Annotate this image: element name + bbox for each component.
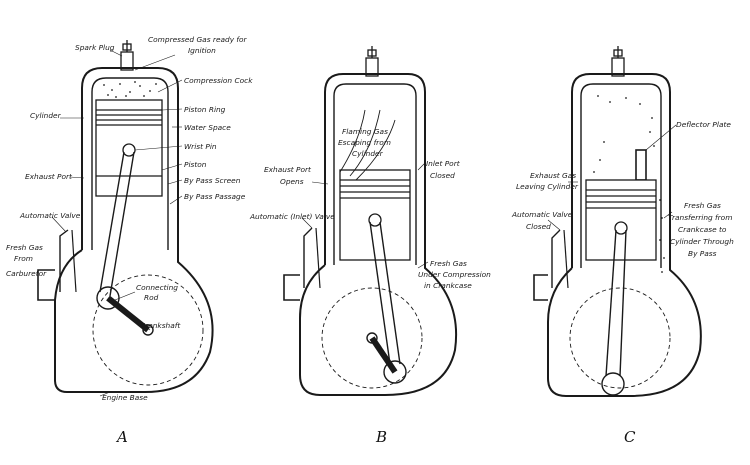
label-piston-ring: Piston Ring (184, 105, 226, 114)
caption-b: B (375, 428, 387, 446)
engine-c: Deflector Plate Exhaust Gas Leaving Cyli… (511, 46, 734, 446)
label-automatic-valve-closed-line2: Closed (526, 222, 551, 231)
label-exhaust-port: Exhaust Port (25, 172, 73, 181)
label-exhaust-gas-leaving-line2: Leaving Cylinder (516, 182, 579, 191)
engine-b-piston (339, 169, 411, 261)
engine-b: Flaming Gas Escaping from Cylinder Exhau… (249, 46, 491, 446)
label-fresh-gas-line3: Carburetor (6, 269, 47, 278)
engine-c-deflector-plate (635, 149, 647, 181)
label-automatic-inlet-valve: Automatic (Inlet) Valve (249, 212, 335, 221)
label-fresh-gas-compression-line2: Under Compression (418, 270, 491, 279)
label-compression-cock: Compression Cock (184, 76, 253, 85)
label-cylinder: Cylinder (30, 111, 62, 120)
engine-a-spark-plug (120, 40, 134, 71)
label-by-pass-passage: By Pass Passage (184, 192, 246, 201)
label-crankshaft: Crankshaft (140, 321, 181, 330)
label-compressed-gas-line1: Compressed Gas ready for (148, 35, 248, 44)
caption-a: A (115, 428, 128, 446)
label-spark-plug: Spark Plug (75, 43, 115, 52)
caption-c: C (624, 428, 636, 446)
label-fresh-gas-compression-line1: Fresh Gas (430, 259, 467, 268)
engine-c-body (533, 73, 702, 397)
engine-a-labels: Spark Plug Compressed Gas ready for Igni… (6, 35, 253, 402)
label-automatic-valve-closed-line1: Automatic Valve (511, 210, 573, 219)
label-flaming-gas-line1: Flaming Gas (342, 127, 388, 136)
label-piston: Piston (184, 160, 207, 169)
label-fresh-gas-transfer-line2: Transferring from (668, 213, 732, 222)
label-flaming-gas-line3: Cylinder (352, 149, 384, 158)
label-fresh-gas-line1: Fresh Gas (6, 243, 43, 252)
engine-a-connecting-rod (92, 151, 204, 386)
engine-a-body (37, 67, 214, 393)
label-wrist-pin: Wrist Pin (184, 142, 217, 151)
label-automatic-valve: Automatic Valve (19, 211, 81, 220)
engine-b-connecting-rod (321, 221, 423, 389)
engine-c-leaders (547, 124, 677, 231)
label-inlet-port-closed-line2: Closed (430, 171, 455, 180)
label-connecting-rod-line2: Rod (144, 293, 159, 302)
label-fresh-gas-transfer-line3: Crankcase to (678, 225, 727, 234)
label-fresh-gas-compression-line3: in Crankcase (424, 281, 472, 290)
engine-c-gas-dots (593, 95, 665, 273)
engine-c-piston (585, 179, 657, 261)
engine-c-spark-plug (611, 46, 625, 77)
engine-c-labels: Deflector Plate Exhaust Gas Leaving Cyli… (511, 120, 734, 258)
label-exhaust-port-opens-line1: Exhaust Port (264, 165, 312, 174)
label-flaming-gas-line2: Escaping from (338, 138, 391, 147)
label-exhaust-port-opens-line2: Opens (280, 177, 304, 186)
label-fresh-gas-transfer-line4: Cylinder Through (670, 237, 734, 246)
label-connecting-rod-line1: Connecting (136, 283, 178, 292)
engine-b-exhaust-flow (339, 109, 396, 181)
label-exhaust-gas-leaving-line1: Exhaust Gas (530, 171, 576, 180)
label-deflector-plate: Deflector Plate (676, 120, 731, 129)
label-compressed-gas-line2: Ignition (188, 46, 216, 55)
engine-a-leaders (51, 49, 183, 397)
engine-a-compressed-gas (103, 81, 157, 98)
engine-b-labels: Flaming Gas Escaping from Cylinder Exhau… (249, 127, 491, 290)
engine-b-leaders (301, 161, 429, 269)
label-inlet-port-closed-line1: Inlet Port (426, 159, 461, 168)
label-fresh-gas-line2: From (14, 254, 33, 263)
label-by-pass-screen: By Pass Screen (184, 176, 241, 185)
engine-c-connecting-rod (569, 229, 671, 396)
label-water-space: Water Space (184, 123, 231, 132)
engine-a: Spark Plug Compressed Gas ready for Igni… (6, 35, 253, 446)
label-fresh-gas-transfer-line5: By Pass (688, 249, 717, 258)
engine-b-body (283, 73, 458, 396)
engine-b-spark-plug (365, 46, 379, 77)
label-fresh-gas-transfer-line1: Fresh Gas (684, 201, 721, 210)
label-engine-base: Engine Base (102, 393, 148, 402)
